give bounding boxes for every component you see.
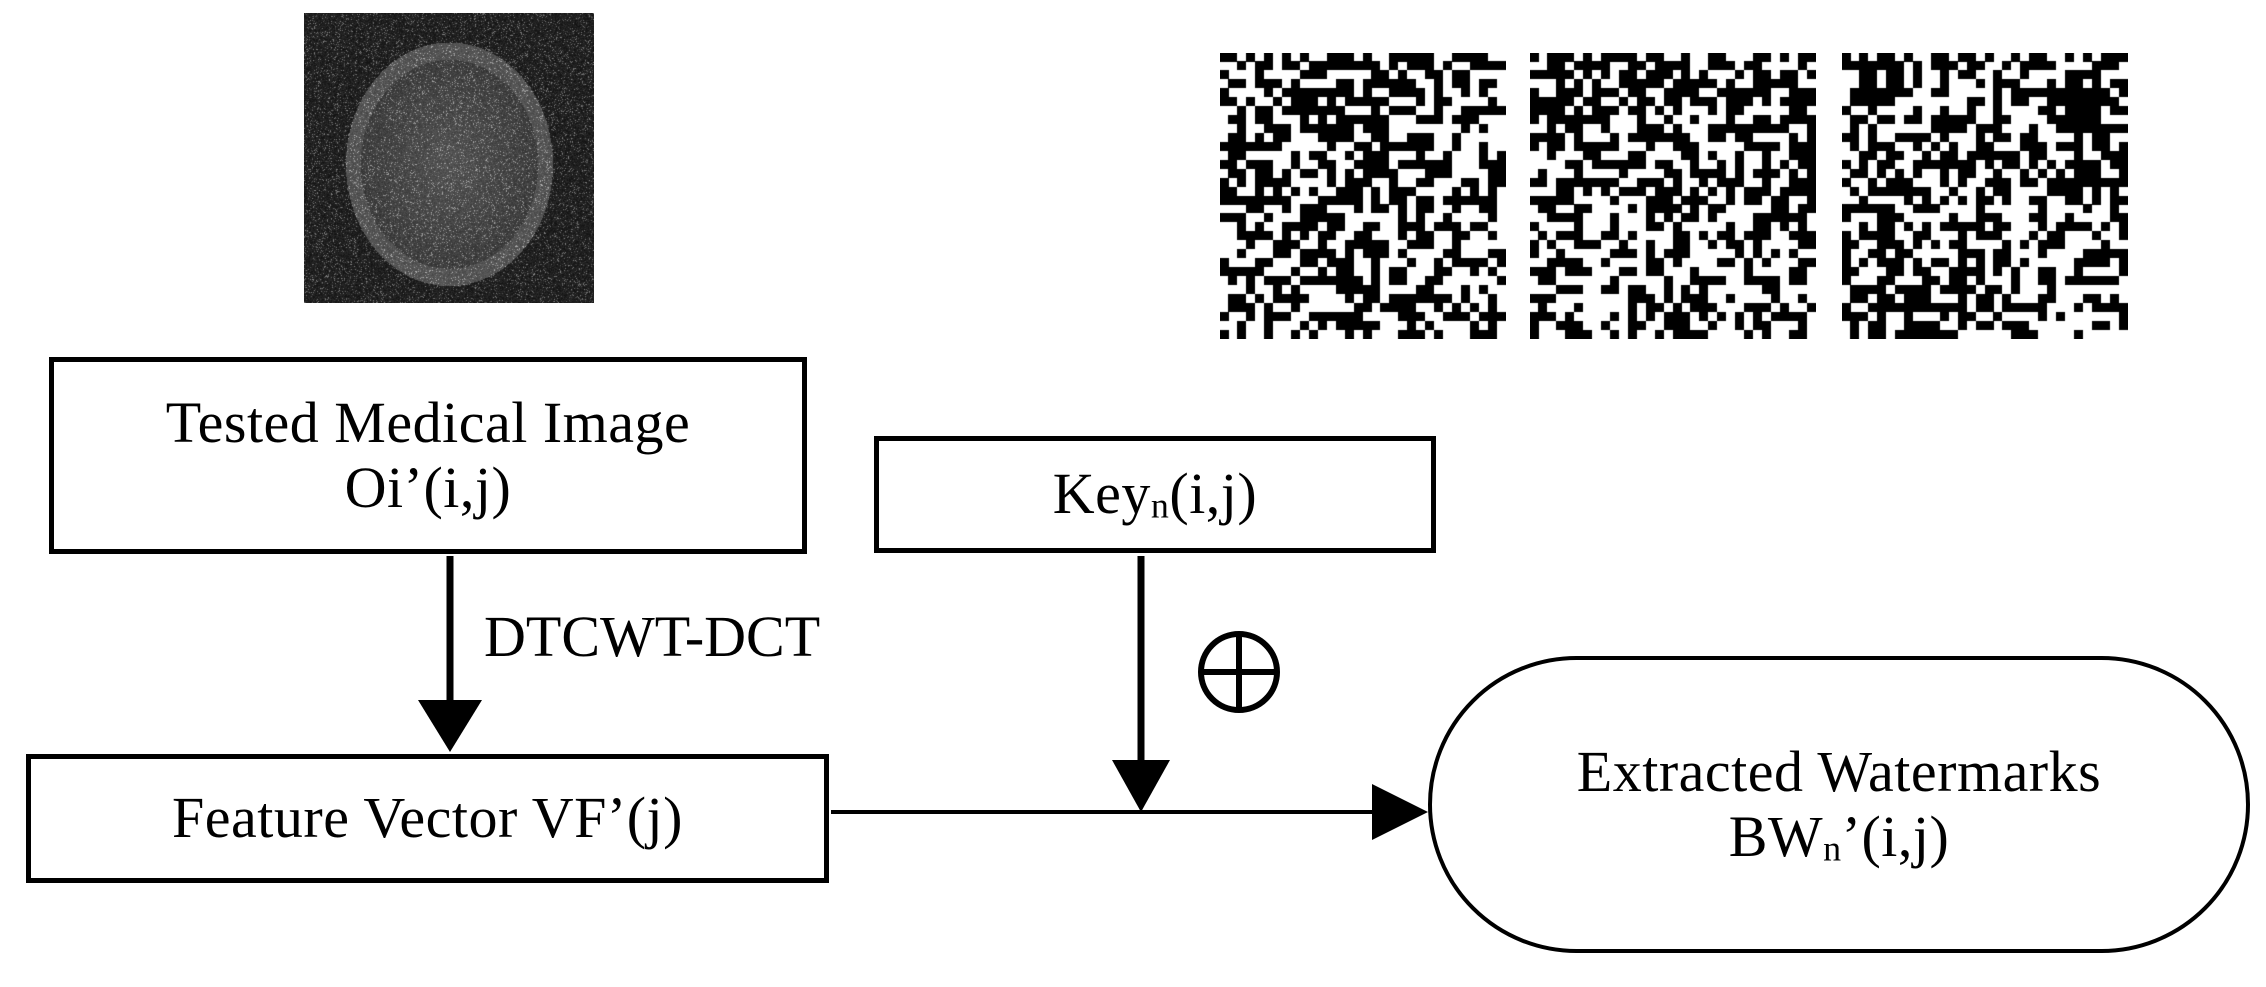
watermark-image-2 (1530, 53, 1816, 339)
key-formula: Keyn(i,j) (1052, 461, 1258, 527)
tested-medical-image-title: Tested Medical Image (165, 389, 691, 455)
arrowhead-right-extracted (1372, 784, 1428, 840)
extracted-suffix: ’(i,j) (1841, 803, 1950, 869)
key-base: Key (1052, 461, 1151, 527)
watermark-image-1 (1220, 53, 1506, 339)
key-box: Keyn(i,j) (874, 436, 1436, 553)
feature-vector-label: Feature Vector VF’(j) (172, 785, 683, 851)
watermark-image-3 (1842, 53, 2128, 339)
extracted-base: BW (1728, 803, 1824, 869)
extracted-subscript: n (1823, 827, 1842, 868)
tested-medical-image-box: Tested Medical Image Oi’(i,j) (49, 357, 807, 554)
tested-medical-image-thumbnail (304, 13, 594, 303)
key-suffix: (i,j) (1169, 461, 1258, 527)
transform-label: DTCWT-DCT (484, 604, 821, 669)
extracted-watermarks-box: Extracted Watermarks BWn’(i,j) (1428, 656, 2250, 953)
xor-operator-icon (1198, 631, 1280, 713)
tested-medical-image-formula: Oi’(i,j) (344, 454, 512, 520)
key-subscript: n (1150, 485, 1170, 526)
arrowhead-down-junction (1112, 760, 1170, 812)
extracted-watermarks-formula: BWn’(i,j) (1728, 803, 1950, 870)
feature-vector-box: Feature Vector VF’(j) (26, 754, 829, 883)
extracted-watermarks-title: Extracted Watermarks (1576, 738, 2102, 804)
arrowhead-down-feature (418, 700, 482, 752)
